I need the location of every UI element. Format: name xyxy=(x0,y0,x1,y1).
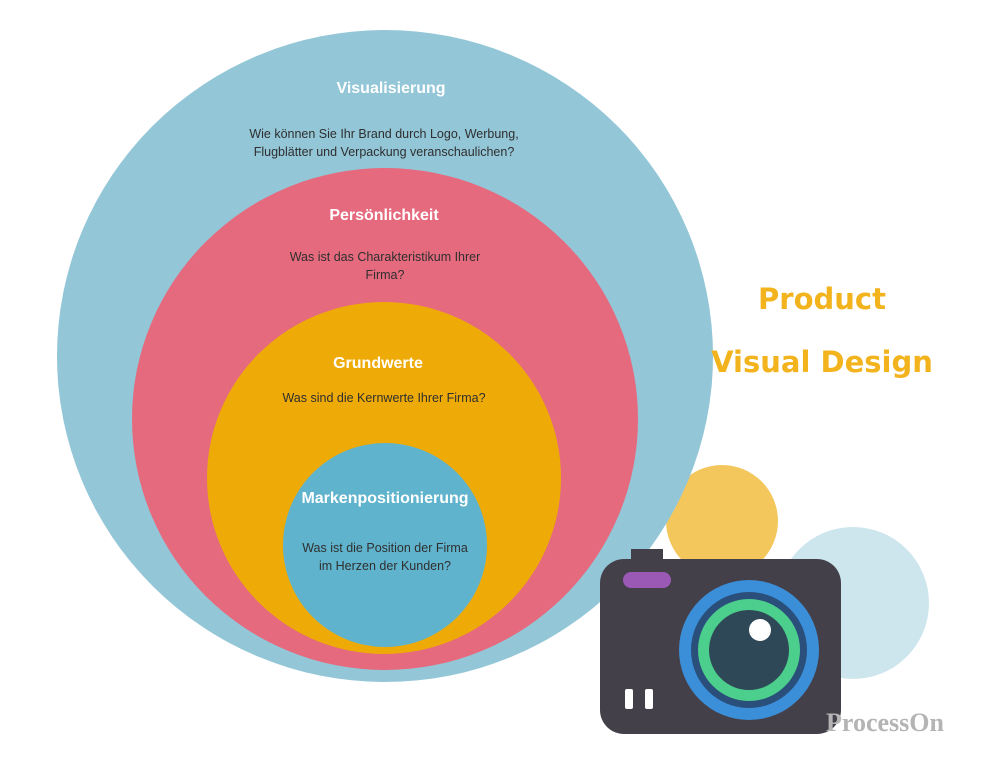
camera-flash xyxy=(623,572,671,588)
layer-text-persoenlichkeit-2: Firma? xyxy=(366,268,405,282)
camera-indicator-2 xyxy=(645,689,653,709)
bubble-yellow xyxy=(666,465,778,577)
layer-title-markenpositionierung: Markenpositionierung xyxy=(301,490,468,507)
layer-text-visualisierung-2: Flugblätter und Verpackung veranschaulic… xyxy=(254,145,515,159)
camera-icon xyxy=(600,549,841,734)
camera-indicator-1 xyxy=(625,689,633,709)
lens-highlight xyxy=(749,619,771,641)
watermark-logo: ProcessOn xyxy=(826,708,944,737)
layer-text-visualisierung-1: Wie können Sie Ihr Brand durch Logo, Wer… xyxy=(249,127,518,141)
layer-text-markenpositionierung-1: Was ist die Position der Firma xyxy=(302,541,468,555)
layer-text-markenpositionierung-2: im Herzen der Kunden? xyxy=(319,559,451,573)
layer-title-visualisierung: Visualisierung xyxy=(336,80,445,97)
headline-line-2: Visual Design xyxy=(711,345,933,379)
layer-text-grundwerte-1: Was sind die Kernwerte Ihrer Firma? xyxy=(282,391,485,405)
circle-markenpositionierung xyxy=(283,443,487,647)
headline-line-1: Product xyxy=(758,282,886,316)
lens-glass xyxy=(709,610,789,690)
layer-title-persoenlichkeit: Persönlichkeit xyxy=(329,207,439,224)
layer-title-grundwerte: Grundwerte xyxy=(333,355,423,372)
layer-text-persoenlichkeit-1: Was ist das Charakteristikum Ihrer xyxy=(290,250,481,264)
